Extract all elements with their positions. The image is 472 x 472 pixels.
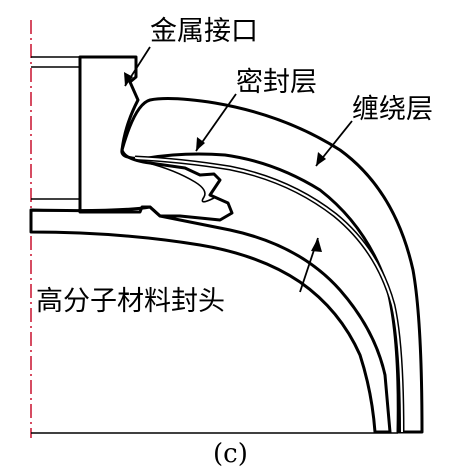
seal-lip-detail (147, 162, 215, 203)
wrap-layer-section (120, 97, 424, 434)
label-metal-interface: 金属接口 (150, 16, 258, 47)
label-seal-layer: 密封层 (236, 67, 317, 98)
arrowheads (124, 72, 326, 252)
seal-layer-inner (134, 157, 403, 433)
label-wrap-layer: 缠绕层 (352, 94, 433, 125)
polymer-head-section (29, 205, 392, 434)
figure-caption: (c) (213, 439, 248, 469)
label-polymer-head: 高分子材料封头 (36, 286, 225, 317)
metal-interface-section (78, 55, 234, 222)
interface-bore-lines (31, 56, 98, 212)
